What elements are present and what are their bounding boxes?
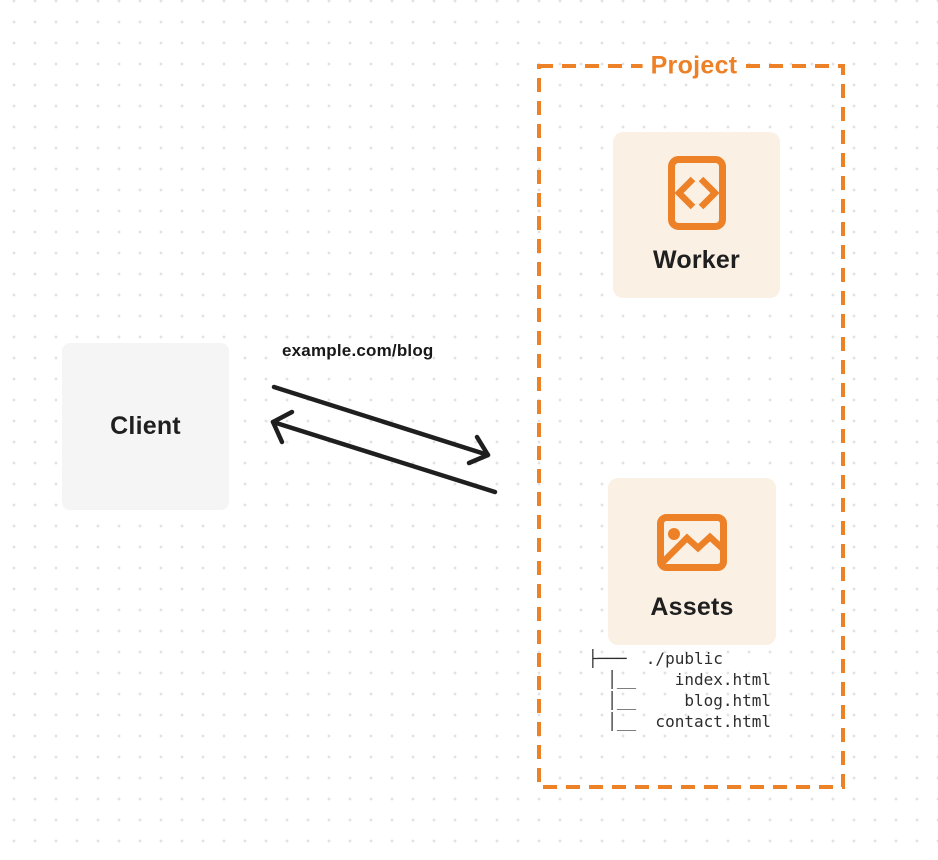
request-arrow [271, 384, 491, 466]
response-arrow [270, 409, 498, 495]
request-response-arrows [270, 384, 498, 495]
client-node: Client [62, 343, 229, 510]
code-file-icon [667, 156, 726, 230]
arrowhead-right-icon [466, 434, 491, 466]
client-label: Client [110, 412, 181, 440]
project-label: Project [642, 51, 746, 81]
worker-node: Worker [613, 132, 780, 298]
arrowhead-left-icon [270, 409, 295, 445]
request-url-label: example.com/blog [282, 341, 434, 360]
image-icon [657, 514, 727, 571]
assets-label: Assets [650, 593, 734, 621]
assets-node: Assets [608, 478, 776, 645]
worker-label: Worker [653, 246, 740, 274]
assets-file-tree: ├─── ./public │__ index.html │__ blog.ht… [588, 649, 772, 731]
